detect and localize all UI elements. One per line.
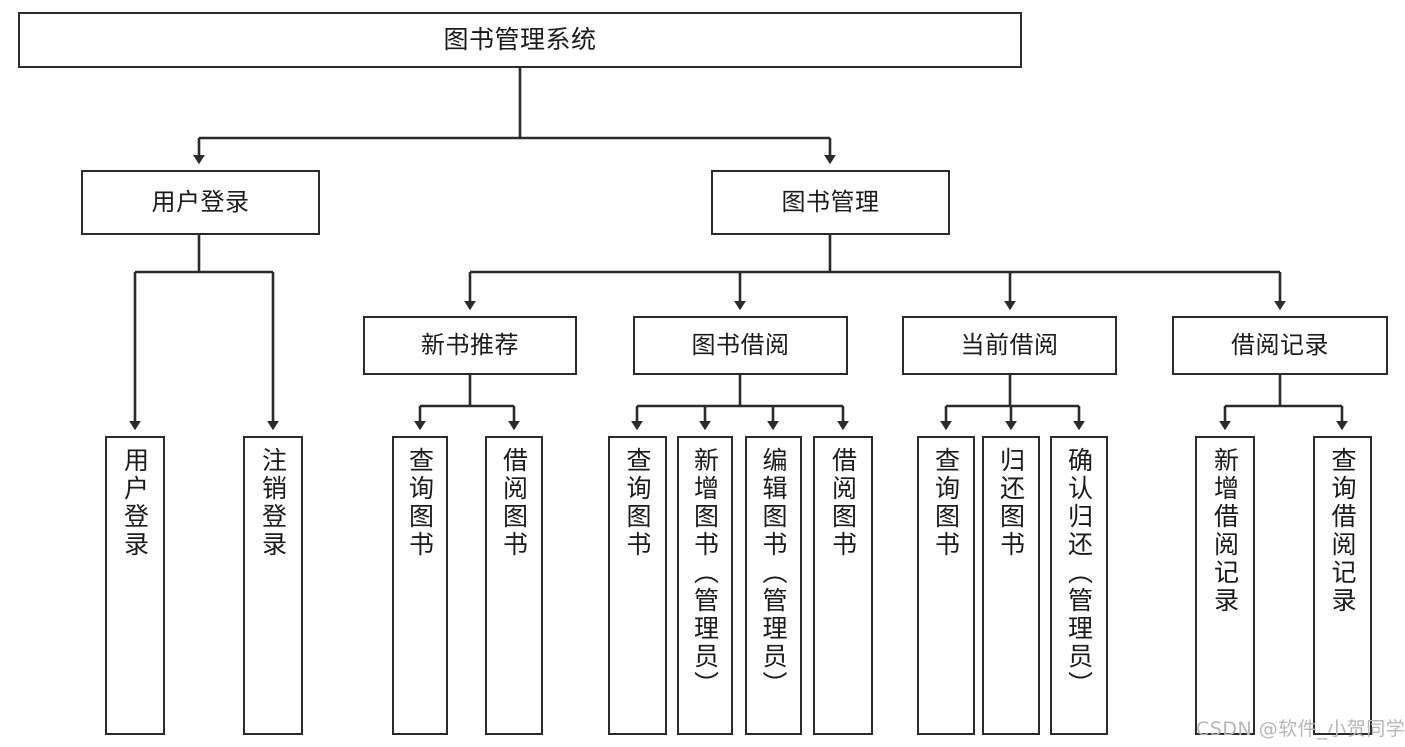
node-leaf-borrow-book-1-label: 借阅图书: [499, 447, 529, 559]
node-leaf-confirm-return[interactable]: 确认归还（管理员）: [1050, 436, 1108, 735]
node-leaf-query-book-2-label: 查询图书: [623, 447, 652, 559]
node-leaf-query-book-3[interactable]: 查询图书: [917, 436, 975, 735]
node-leaf-borrow-book-2[interactable]: 借阅图书: [813, 436, 873, 735]
node-book-management-label: 图书管理: [781, 188, 880, 217]
node-leaf-user-logout[interactable]: 注销登录: [243, 436, 303, 735]
node-leaf-return-book-label: 归还图书: [996, 447, 1026, 559]
node-new-book-recommend-label: 新书推荐: [421, 331, 519, 360]
node-leaf-query-book-1-label: 查询图书: [405, 447, 435, 559]
node-borrow-record-label: 借阅记录: [1231, 331, 1329, 360]
node-leaf-query-book-1[interactable]: 查询图书: [392, 436, 448, 735]
watermark: CSDN @软件_小贺同学: [1196, 718, 1405, 740]
node-root-label: 图书管理系统: [443, 25, 597, 54]
node-leaf-query-book-2[interactable]: 查询图书: [608, 436, 667, 735]
node-leaf-borrow-book-1[interactable]: 借阅图书: [485, 436, 543, 735]
node-new-book-recommend[interactable]: 新书推荐: [363, 316, 577, 375]
node-leaf-query-record[interactable]: 查询借阅记录: [1313, 436, 1372, 735]
node-leaf-user-login[interactable]: 用户登录: [105, 436, 165, 735]
node-leaf-edit-book-label: 编辑图书（管理员）: [759, 447, 788, 699]
node-current-borrow-label: 当前借阅: [960, 331, 1059, 360]
node-leaf-add-book[interactable]: 新增图书（管理员）: [677, 436, 733, 735]
node-book-borrow-label: 图书借阅: [691, 331, 790, 360]
node-leaf-return-book[interactable]: 归还图书: [982, 436, 1040, 735]
node-user-login-label: 用户登录: [151, 188, 250, 217]
node-leaf-query-book-3-label: 查询图书: [931, 447, 961, 559]
node-leaf-user-login-label: 用户登录: [120, 447, 150, 559]
node-root[interactable]: 图书管理系统: [18, 12, 1022, 68]
node-leaf-add-record[interactable]: 新增借阅记录: [1195, 436, 1255, 735]
node-leaf-user-logout-label: 注销登录: [258, 447, 288, 559]
node-book-management[interactable]: 图书管理: [711, 170, 950, 235]
node-leaf-query-record-label: 查询借阅记录: [1328, 447, 1357, 615]
node-user-login[interactable]: 用户登录: [81, 170, 320, 235]
node-book-borrow[interactable]: 图书借阅: [633, 316, 848, 375]
node-leaf-borrow-book-2-label: 借阅图书: [828, 447, 858, 559]
node-current-borrow[interactable]: 当前借阅: [902, 316, 1117, 375]
node-leaf-add-book-label: 新增图书（管理员）: [690, 447, 720, 699]
node-borrow-record[interactable]: 借阅记录: [1172, 316, 1388, 375]
node-leaf-add-record-label: 新增借阅记录: [1210, 447, 1240, 615]
node-leaf-confirm-return-label: 确认归还（管理员）: [1064, 447, 1094, 699]
node-leaf-edit-book[interactable]: 编辑图书（管理员）: [745, 436, 802, 735]
